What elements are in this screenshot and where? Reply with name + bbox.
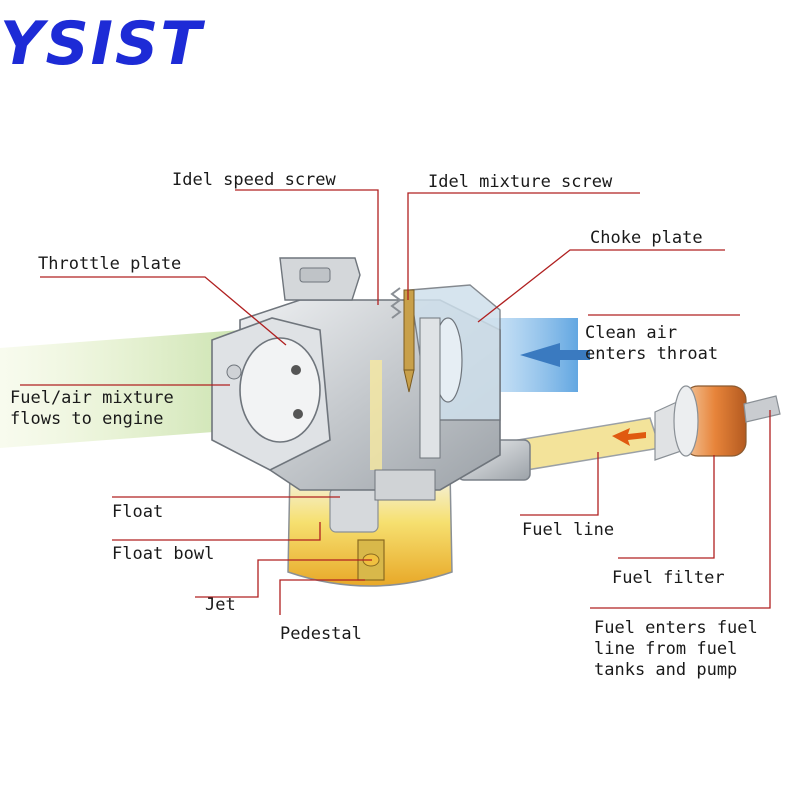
air-arrow <box>520 343 590 367</box>
carburetor-main-body <box>211 257 501 501</box>
throttle-bore <box>239 337 321 443</box>
label-fuel-air-line-2: flows to engine <box>10 409 164 429</box>
label-clean-air: Clean air enters throat <box>585 323 718 365</box>
label-clean-air-line-1: Clean air <box>585 323 678 343</box>
leader-lines <box>20 189 771 615</box>
mixture-outflow <box>0 330 240 448</box>
brand-logo: YSIST <box>0 9 204 79</box>
label-fuel-enters-line-2: line from fuel <box>594 639 738 659</box>
label-choke-plate: Choke plate <box>590 228 703 248</box>
label-pedestal: Pedestal <box>280 624 362 644</box>
label-clean-air-line-2: enters throat <box>585 344 719 364</box>
label-float: Float <box>112 502 164 522</box>
label-fuel-enters-line-3: tanks and pump <box>594 660 738 680</box>
label-float-bowl: Float bowl <box>112 544 215 564</box>
label-fuel-line: Fuel line <box>522 520 615 540</box>
label-idle-mixture-screw: Idel mixture screw <box>428 172 613 192</box>
fuel-flow-arrow <box>612 428 646 446</box>
idle-speed-spring <box>390 287 402 319</box>
label-fuel-air-mixture: Fuel/air mixture flows to engine <box>10 388 174 430</box>
label-idle-speed-screw: Idel speed screw <box>172 170 336 190</box>
label-fuel-enters-line-1: Fuel enters fuel <box>594 618 758 638</box>
label-fuel-enters: Fuel enters fuel line from fuel tanks an… <box>594 618 758 681</box>
label-jet: Jet <box>205 595 236 615</box>
float-element <box>329 487 379 533</box>
idle-mixture-screw <box>403 289 415 371</box>
label-throttle-plate: Throttle plate <box>38 254 182 274</box>
fuel-filter-body <box>654 385 781 461</box>
label-fuel-air-line-1: Fuel/air mixture <box>10 388 174 408</box>
label-fuel-filter: Fuel filter <box>612 568 725 588</box>
